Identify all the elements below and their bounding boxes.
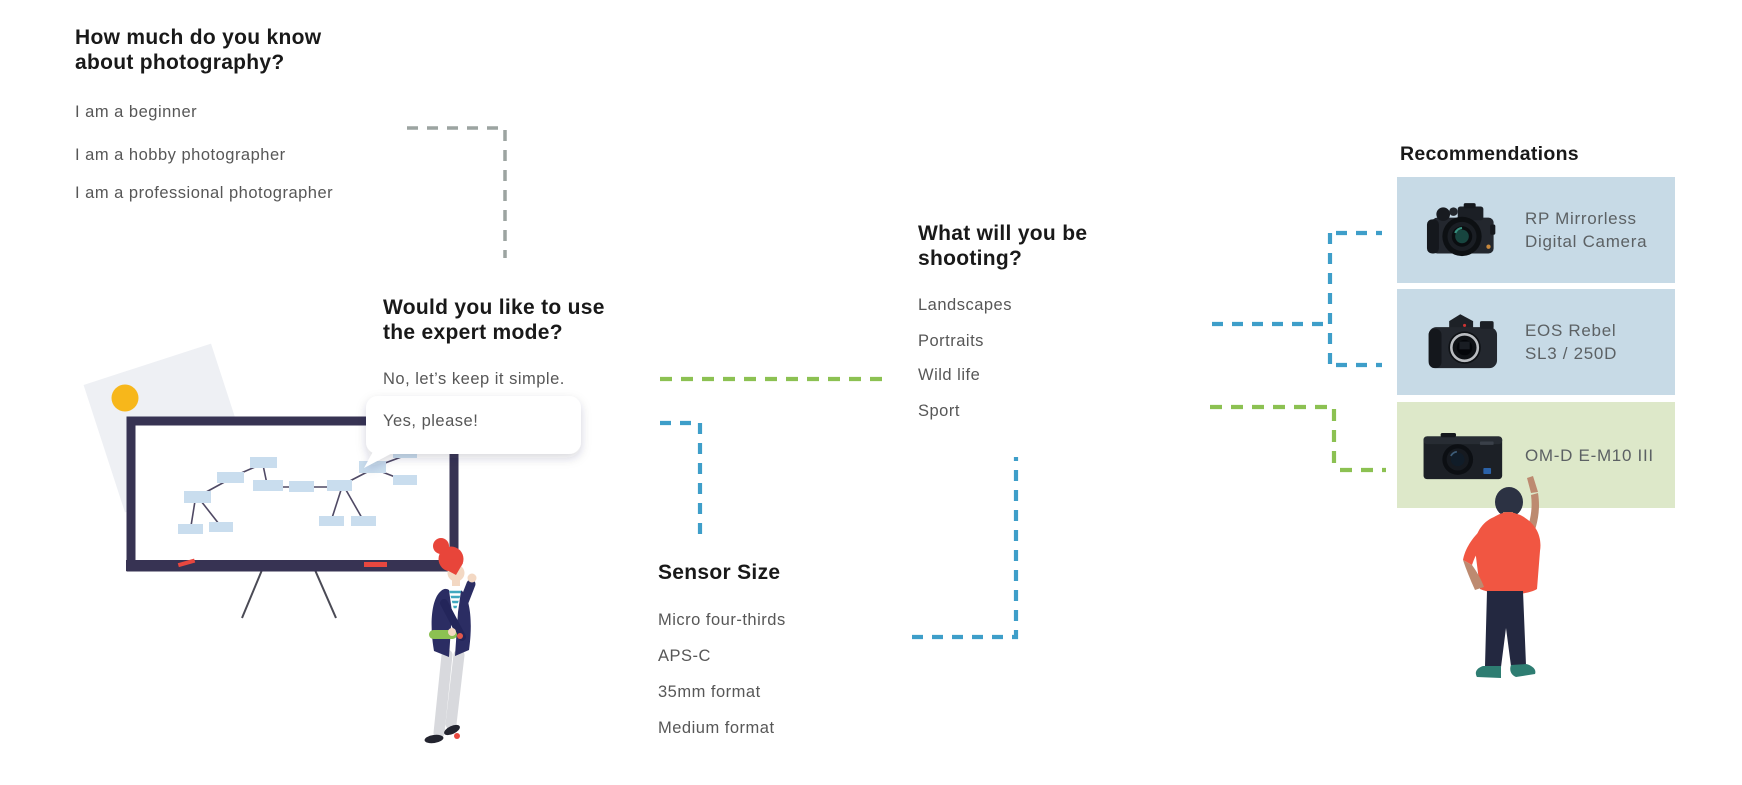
option-shooting-portraits[interactable]: Portraits (918, 332, 984, 350)
recommendation-card-rp-mirrorless[interactable]: RP Mirrorless Digital Camera (1397, 177, 1675, 283)
recommendation-card-om-d[interactable]: OM-D E-M10 III (1397, 402, 1675, 508)
bridge-camera-image (1426, 202, 1496, 256)
presenter-woman (424, 538, 477, 744)
whiteboard-tray (126, 560, 459, 571)
title-line: How much do you know (75, 26, 322, 49)
question-shooting-title: What will you be shooting? (918, 221, 1087, 271)
connector-shooting-to-green-card (1210, 404, 1386, 473)
option-knowledge-beginner[interactable]: I am a beginner (75, 103, 198, 121)
question-sensor-title: Sensor Size (658, 560, 780, 585)
green-marker (429, 630, 457, 639)
option-shooting-wildlife[interactable]: Wild life (918, 366, 981, 384)
title-line: the expert mode? (383, 321, 563, 344)
yellow-dot (111, 384, 139, 412)
camera-name: EOS Rebel SL3 / 250D (1525, 321, 1618, 363)
option-expert-no[interactable]: No, let’s keep it simple. (383, 370, 565, 388)
option-expert-yes[interactable]: Yes, please! (383, 412, 479, 430)
option-knowledge-hobby[interactable]: I am a hobby photographer (75, 146, 286, 164)
title-line: shooting? (918, 247, 1023, 270)
speech-bubble (364, 396, 581, 468)
option-sensor-aps-c[interactable]: APS-C (658, 647, 711, 665)
dslr-camera-image (1428, 313, 1498, 368)
connector-yes-to-sensor (660, 420, 703, 543)
whiteboard (126, 416, 459, 572)
easel-legs (241, 569, 337, 619)
whiteboard-illustration (83, 343, 581, 744)
woman-cross-arm (440, 599, 466, 641)
option-shooting-landscapes[interactable]: Landscapes (918, 296, 1012, 314)
recommendations-title: Recommendations (1400, 143, 1579, 165)
title-line: about photography? (75, 51, 285, 74)
board-tree-nodes (178, 448, 417, 534)
option-sensor-micro-four-thirds[interactable]: Micro four-thirds (658, 611, 786, 629)
connector-shooting-to-blue-cards (1212, 230, 1382, 368)
compact-camera-image (1423, 432, 1503, 479)
woman-leg (433, 649, 453, 739)
camera-name: OM-D E-M10 III (1525, 445, 1654, 465)
whiteboard-markers (177, 558, 387, 568)
striped-shirt (449, 590, 462, 609)
connector-sensor-to-shooting (912, 457, 1019, 640)
board-tree-edges (190, 455, 405, 527)
option-shooting-sport[interactable]: Sport (918, 402, 960, 420)
question-expert-mode-title: Would you like to use the expert mode? (383, 295, 605, 345)
title-line: Sensor Size (658, 561, 781, 584)
option-sensor-35mm[interactable]: 35mm format (658, 683, 761, 701)
background-tilted-square (83, 343, 253, 513)
recommendation-card-eos-rebel[interactable]: EOS Rebel SL3 / 250D (1397, 289, 1675, 395)
connector-knowledge-to-expert (407, 126, 507, 258)
option-sensor-medium[interactable]: Medium format (658, 719, 775, 737)
woman-raised-arm (459, 579, 476, 607)
woman-leg (445, 649, 465, 730)
camera-name: RP Mirrorless Digital Camera (1525, 209, 1648, 251)
option-knowledge-professional[interactable]: I am a professional photographer (75, 184, 334, 202)
title-line: What will you be (918, 222, 1088, 245)
question-knowledge-title: How much do you know about photography? (75, 25, 321, 75)
title-line: Would you like to use (383, 296, 605, 319)
